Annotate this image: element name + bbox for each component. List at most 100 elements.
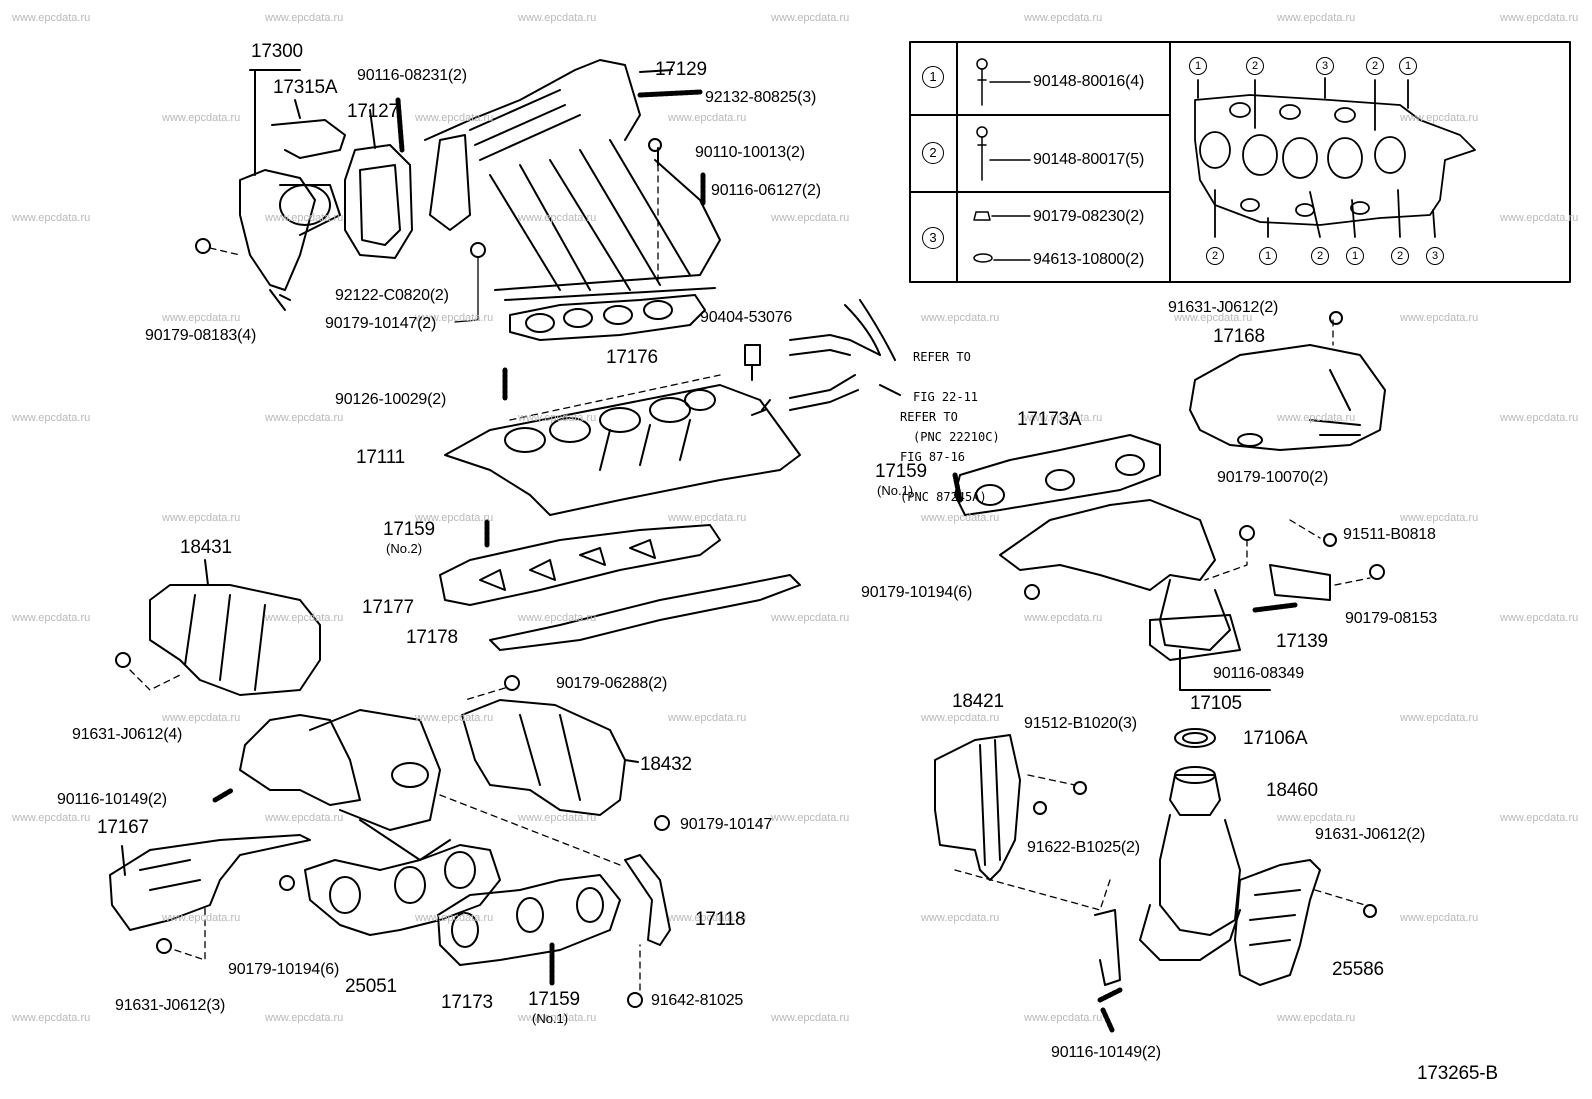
part-label-90179-10194-right[interactable]: 90179-10194(6) [861,584,973,601]
watermark: www.epcdata.ru [1400,712,1479,724]
part-label-91512-b1020[interactable]: 91512-B1020(3) [1024,715,1137,732]
watermark: www.epcdata.ru [1277,12,1356,24]
part-label-17173a[interactable]: 17173A [1017,409,1082,430]
part-label-90116-06127[interactable]: 90116-06127(2) [711,182,821,199]
part-label-17127[interactable]: 17127 [347,101,399,122]
part-label-91631-j0612-top[interactable]: 91631-J0612(2) [1168,299,1279,316]
watermark: www.epcdata.ru [668,112,747,124]
refer-note-fig-22-11[interactable]: REFER TO FIG 22-11 (PNC 22210C) [913,325,1000,470]
watermark: www.epcdata.ru [1500,212,1579,224]
part-label-17105[interactable]: 17105 [1190,693,1242,714]
part-label-90126-10029[interactable]: 90126-10029(2) [335,391,447,408]
part-label-90179-10147[interactable]: 90179-10147 [680,816,773,833]
watermark: www.epcdata.ru [1500,812,1579,824]
part-sublabel-no2: (No.2) [386,541,423,556]
part-label-17176[interactable]: 17176 [606,347,658,368]
part-label-90179-08153[interactable]: 90179-08153 [1345,610,1438,627]
part-label-17315a[interactable]: 17315A [273,77,338,98]
part-label-17178[interactable]: 17178 [406,627,458,648]
part-label-90116-10149-left[interactable]: 90116-10149(2) [57,791,167,808]
watermark: www.epcdata.ru [415,712,494,724]
part-label-90404-53076[interactable]: 90404-53076 [700,309,793,326]
watermark: www.epcdata.ru [265,1012,344,1024]
pattern-circle: 1 [1189,57,1207,75]
part-label-17167[interactable]: 17167 [97,817,149,838]
part-label-17173[interactable]: 17173 [441,992,493,1013]
part-label-90110-10013[interactable]: 90110-10013(2) [695,144,805,161]
part-label-90116-08231[interactable]: 90116-08231(2) [357,67,467,84]
part-label-90179-10070[interactable]: 90179-10070(2) [1217,469,1329,486]
part-label-92132-80825[interactable]: 92132-80825(3) [705,89,817,106]
pattern-circle: 2 [1206,247,1224,265]
refer-note-line: FIG 87-16 [900,449,966,464]
watermark: www.epcdata.ru [1277,1012,1356,1024]
bracket-17139-shape [1269,564,1331,601]
watermark: www.epcdata.ru [518,212,597,224]
watermark: www.epcdata.ru [771,212,850,224]
part-label-91622-b1025[interactable]: 91622-B1025(2) [1027,839,1140,856]
gasket-17177-shape [439,524,721,606]
part-label-91631-j0612-right[interactable]: 91631-J0612(2) [1315,826,1426,843]
part-label-92122-c0820[interactable]: 92122-C0820(2) [335,287,449,304]
part-label-90179-08183[interactable]: 90179-08183(4) [145,327,257,344]
bracket-18421-shape [934,734,1021,881]
part-label-90179-10147-2[interactable]: 90179-10147(2) [325,315,437,332]
bolt-part-90148-80016[interactable]: 90148-80016(4) [1033,73,1145,90]
watermark: www.epcdata.ru [12,1012,91,1024]
watermark: www.epcdata.ru [1174,312,1253,324]
part-label-17111[interactable]: 17111 [356,447,406,468]
watermark: www.epcdata.ru [771,1012,850,1024]
watermark: www.epcdata.ru [12,212,91,224]
gasket-ring-17106a-shape [1174,728,1216,748]
watermark: www.epcdata.ru [1400,312,1479,324]
heat-insulator-18431-shape [149,584,321,696]
part-label-17159-no1-right[interactable]: 17159 [875,461,927,482]
refer-note-line: (PNC 22210C) [913,429,1000,444]
bolt-part-90179-08230[interactable]: 90179-08230(2) [1033,208,1145,225]
part-label-91631-j0612-3[interactable]: 91631-J0612(3) [115,997,226,1014]
watermark: www.epcdata.ru [668,512,747,524]
part-label-90179-06288[interactable]: 90179-06288(2) [556,675,668,692]
refer-note-fig-87-16[interactable]: REFER TO FIG 87-16 (PNC 87245A) [900,385,987,530]
pattern-circle: 2 [1246,57,1264,75]
watermark: www.epcdata.ru [771,612,850,624]
part-label-91511-b0818[interactable]: 91511-B0818 [1343,526,1436,543]
part-label-25586[interactable]: 25586 [1332,959,1384,980]
part-label-18460[interactable]: 18460 [1266,780,1318,801]
part-label-91642-81025[interactable]: 91642-81025 [651,992,744,1009]
gasket-17178-shape [489,574,801,651]
watermark: www.epcdata.ru [921,912,1000,924]
watermark: www.epcdata.ru [771,12,850,24]
part-label-18421[interactable]: 18421 [952,691,1004,712]
part-label-17159-no1-bottom[interactable]: 17159 [528,989,580,1010]
part-label-17106a[interactable]: 17106A [1243,728,1308,749]
bolt-part-90148-80017[interactable]: 90148-80017(5) [1033,151,1145,168]
watermark: www.epcdata.ru [1024,1012,1103,1024]
part-label-17129[interactable]: 17129 [655,59,707,80]
diagram-id: 173265-B [1417,1063,1498,1084]
part-label-25051[interactable]: 25051 [345,976,397,997]
part-label-18431[interactable]: 18431 [180,537,232,558]
exhaust-manifold-rear-shape [999,499,1241,661]
watermark: www.epcdata.ru [1024,12,1103,24]
part-label-17139[interactable]: 17139 [1276,631,1328,652]
bolt-key-circle: 2 [922,142,944,164]
part-label-90116-08349[interactable]: 90116-08349 [1213,665,1304,682]
part-label-17159-no2[interactable]: 17159 [383,519,435,540]
bolt-key-circle: 3 [922,227,944,249]
part-label-17168[interactable]: 17168 [1213,326,1265,347]
part-label-91631-j0612-4[interactable]: 91631-J0612(4) [72,726,183,743]
bolt-part-94613-10800[interactable]: 94613-10800(2) [1033,251,1145,268]
pattern-circle: 3 [1316,57,1334,75]
watermark: www.epcdata.ru [1500,12,1579,24]
part-label-90116-10149-bottom[interactable]: 90116-10149(2) [1051,1044,1161,1061]
part-label-90179-10194-left[interactable]: 90179-10194(6) [228,961,340,978]
part-label-17300[interactable]: 17300 [251,41,303,62]
part-label-17118[interactable]: 17118 [695,909,746,930]
pattern-circle: 1 [1399,57,1417,75]
watermark: www.epcdata.ru [12,612,91,624]
part-label-17177[interactable]: 17177 [362,597,414,618]
heat-insulator-25586-shape [1234,859,1321,986]
part-label-18432[interactable]: 18432 [640,754,692,775]
